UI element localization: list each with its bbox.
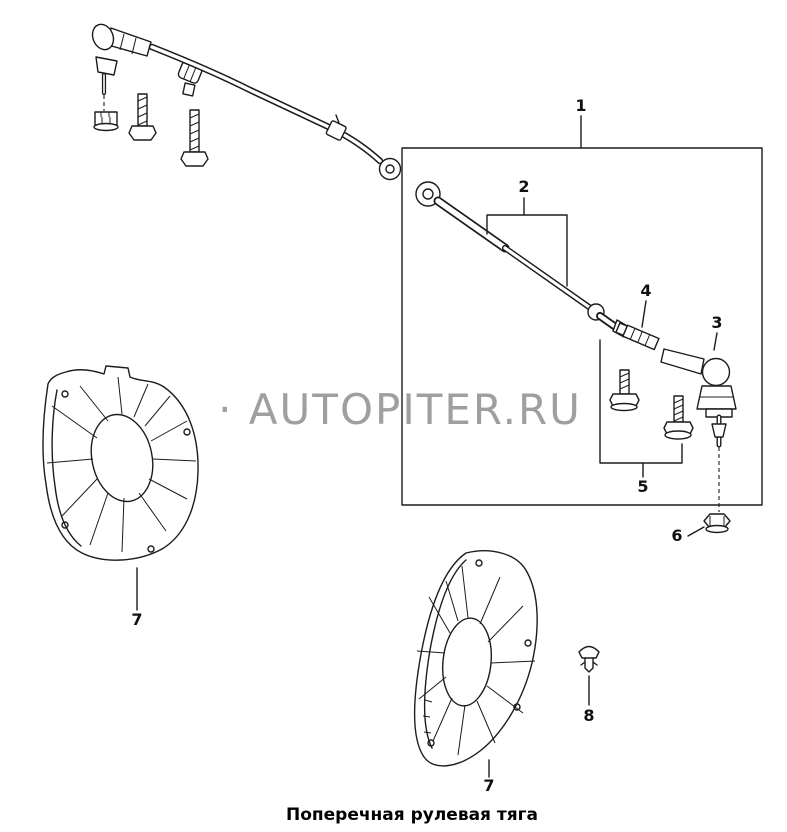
watermark-text: · AUTOPITER.RU — [218, 385, 582, 434]
splash-shield-left-drawing — [42, 365, 199, 561]
part-label-2: 2 — [518, 177, 529, 196]
bolt-5b-drawing — [663, 395, 694, 440]
part-label-8: 8 — [583, 706, 594, 725]
inner-tie-rod-drawing — [415, 181, 592, 310]
bolt-b-drawing — [180, 109, 209, 167]
part-label-7-bottom: 7 — [483, 776, 494, 795]
part-label-4: 4 — [640, 281, 651, 300]
part-label-3: 3 — [711, 313, 722, 332]
part-label-5: 5 — [637, 477, 648, 496]
bolt-5a-drawing — [609, 369, 640, 412]
splash-shield-bottom-drawing — [413, 550, 538, 767]
tie-rod-outer-drawing — [148, 43, 402, 181]
part-label-7-left: 7 — [131, 610, 142, 629]
part-label-1: 1 — [575, 96, 586, 115]
tie-rod-end-right-drawing — [660, 348, 737, 512]
stud-4-drawing — [615, 322, 660, 351]
bolt-a-drawing — [128, 93, 157, 141]
assembly-callout-box — [401, 147, 763, 506]
callout-lines — [136, 115, 718, 778]
tie-rod-end-left-drawing — [91, 23, 152, 132]
part-label-6: 6 — [671, 526, 682, 545]
diagram-caption: Поперечная рулевая тяга — [286, 805, 538, 825]
nut-6-drawing — [703, 513, 731, 534]
rivet-8-drawing — [578, 645, 600, 673]
